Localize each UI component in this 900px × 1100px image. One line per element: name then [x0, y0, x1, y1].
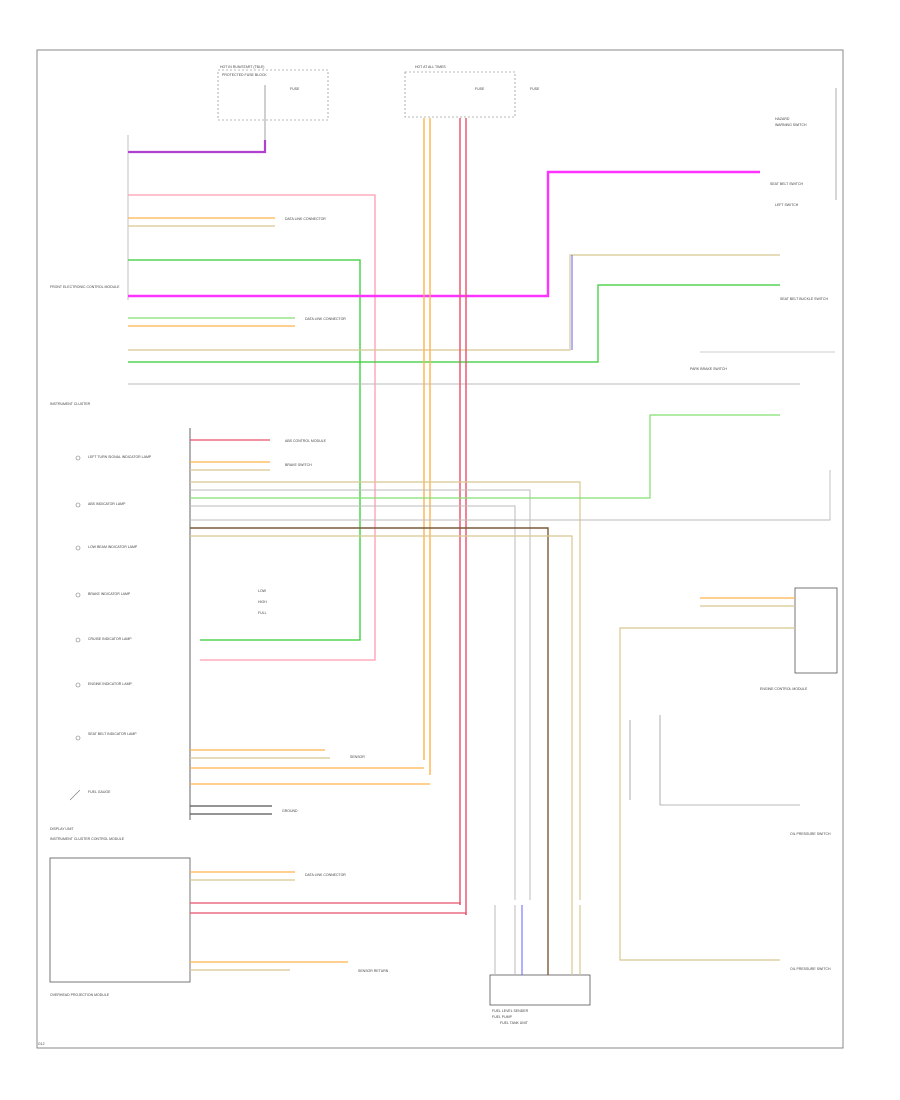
front-module-label: FRONT ELECTRONIC CONTROL MODULE — [50, 285, 120, 289]
sensor-label: SENSOR — [350, 755, 365, 759]
wire-violet-top — [128, 140, 267, 154]
fuel-tank-label: FUEL TANK UNIT — [500, 1021, 529, 1025]
data-link-label-2: DATA LINK CONNECTOR — [305, 317, 346, 321]
fuel-tank-wires — [494, 905, 581, 975]
wire-tan-cl-3 — [190, 535, 573, 905]
hot-at-all-label: HOT AT ALL TIMES — [415, 65, 446, 69]
engine-module-box — [794, 587, 838, 674]
legend-high: HIGH — [258, 600, 267, 604]
low-beam-label: LOW BEAM INDICATOR LAMP — [88, 545, 138, 549]
wire-red-om-2 — [190, 912, 467, 915]
lamp-icons — [69, 455, 81, 801]
display-unit-label: DISPLAY UNIT — [50, 827, 74, 831]
seat-belt-ind-label: SEAT BELT INDICATOR LAMP — [88, 732, 137, 736]
wire-magenta-main — [128, 170, 760, 298]
park-brake-label: PARK BRAKE SWITCH — [690, 367, 727, 371]
left-switch-label: LEFT SWITCH — [775, 203, 799, 207]
fuse-b-label: FUSE — [475, 87, 485, 91]
instrument-cluster-label: INSTRUMENT CLUSTER — [50, 402, 91, 406]
wire-green-long — [128, 259, 361, 641]
cruise-ind-label: CRUISE INDICATOR LAMP — [88, 637, 132, 641]
brake-switch-label: BRAKE SWITCH — [285, 463, 312, 467]
fuse-block-left-label: HOT IN RUN/START (TBLE) — [220, 65, 264, 69]
wire-brown-cl-1 — [190, 527, 549, 905]
abs-module-label: ABS CONTROL MODULE — [285, 439, 327, 443]
engine-module-label: ENGINE CONTROL MODULE — [760, 687, 808, 691]
fuse-block-left — [217, 69, 329, 121]
seat-belt-buckle-label: SEAT BELT BUCKLE SWITCH — [780, 297, 828, 301]
bottom-left-label: G12 — [38, 1042, 45, 1046]
overhead-module-label: OVERHEAD PROJECTION MODULE — [50, 993, 110, 997]
right-top-label-1: HAZARD — [775, 117, 790, 121]
wire-tan-buckle — [128, 254, 780, 351]
fuel-sender-label: FUEL LEVEL SENDER — [492, 1009, 529, 1013]
engine-ind-label: ENGINE INDICATOR LAMP — [88, 682, 132, 686]
wire-green-buckle — [128, 284, 780, 363]
right-top-label-2: WARNING SWITCH — [775, 123, 807, 127]
fuse-c-label: FUSE — [530, 87, 540, 91]
ground-label: GROUND — [282, 809, 298, 813]
oil-pressure-label-2: OIL PRESSURE SWITCH — [790, 967, 831, 971]
overhead-module-box — [49, 857, 191, 983]
wire-tan-ecm-oil — [619, 627, 795, 961]
legend-full: FULL — [258, 611, 267, 615]
right-top-label-3: SEAT BELT SWITCH — [770, 182, 803, 186]
wire-pink-long — [128, 194, 376, 661]
wire-red-om-1 — [190, 902, 461, 905]
fuse-a-label: FUSE — [290, 87, 300, 91]
instrument-cluster-bottom-label: INSTRUMENT CLUSTER CONTROL MODULE — [50, 837, 125, 841]
left-turn-label: LEFT TURN SIGNAL INDICATOR LAMP — [88, 455, 152, 459]
fuse-block-right — [404, 71, 516, 118]
legend-low: LOW — [258, 589, 267, 593]
wire-tan-cl-2 — [190, 481, 581, 900]
fuel-gauge-label: FUEL GAUGE — [88, 790, 111, 794]
fuse-block-left-label2: PROTECTED FUSE BLOCK — [222, 73, 267, 77]
sensor-return-label: SENSOR RETURN — [358, 969, 389, 973]
wire-gray-cl-2 — [190, 505, 516, 900]
oil-pressure-label: OIL PRESSURE SWITCH — [790, 832, 831, 836]
data-link-label: DATA LINK CONNECTOR — [285, 217, 326, 221]
wire-lgreen-cl-1 — [190, 414, 780, 499]
abs-ind-label: ABS INDICATOR LAMP — [88, 502, 126, 506]
fuel-pump-label: FUEL PUMP — [492, 1015, 513, 1019]
wire-gray-cl-3 — [190, 470, 831, 521]
data-link-om-label: DATA LINK CONNECTOR — [305, 873, 346, 877]
diagram-frame — [36, 49, 844, 1049]
wire-gray-cl-1 — [190, 489, 531, 900]
brake-ind-label: BRAKE INDICATOR LAMP — [88, 592, 131, 596]
fuel-tank-box — [489, 974, 591, 1006]
